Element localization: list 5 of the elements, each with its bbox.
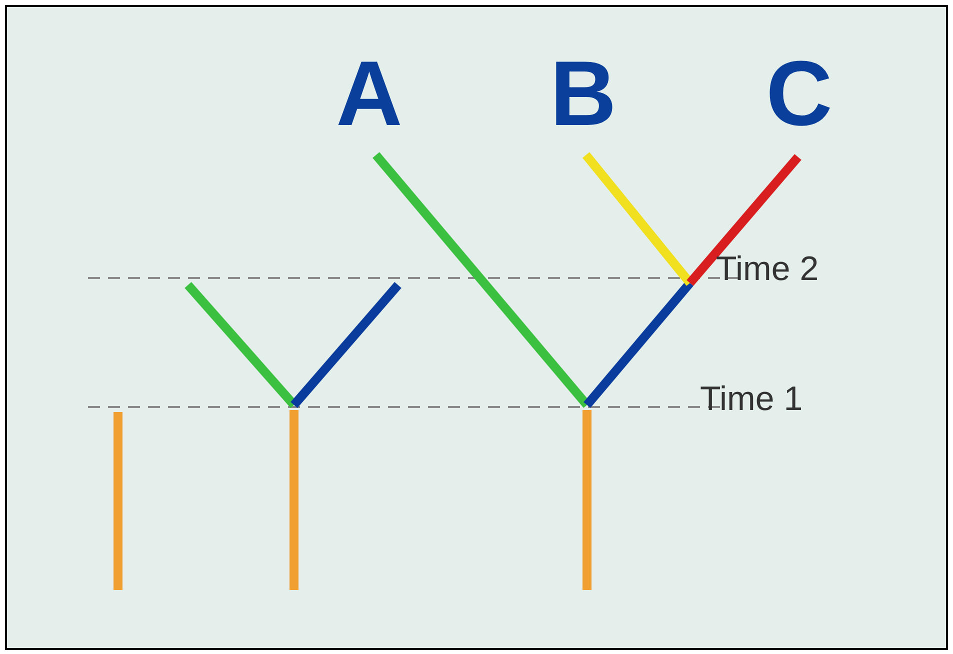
tip-label: A — [336, 48, 402, 140]
time-label: Time 1 — [700, 382, 803, 416]
tip-label: B — [550, 48, 616, 140]
time-label: Time 2 — [716, 252, 819, 286]
tip-label: C — [766, 48, 832, 140]
